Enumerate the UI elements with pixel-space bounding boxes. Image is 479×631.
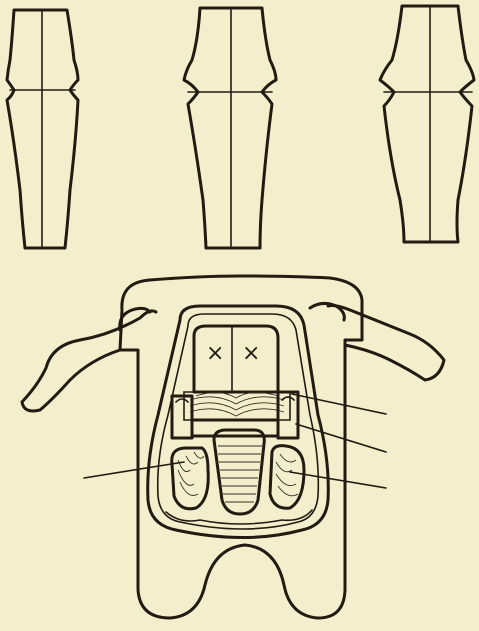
left-flap [22,311,156,411]
inner-wall-outer [148,306,329,538]
left-bar [172,396,192,438]
leader-line-right-2 [296,424,386,452]
sole-curve [166,510,312,524]
right-bulb [270,446,304,509]
hoof-diagram: × × [22,276,444,618]
limb-outline-middle [184,8,276,248]
limb-outline-right [380,6,474,242]
leader-line-right-1 [292,394,386,414]
cross-piece [192,420,278,436]
limb-outline-left [7,10,78,248]
cross-mark-right: × [242,341,260,366]
central-frog [214,430,264,514]
leader-line-left [84,462,184,478]
left-bar-notch [176,399,188,402]
cross-mark-left: × [206,341,224,366]
striated-band [184,392,290,420]
left-bulb [172,448,208,509]
